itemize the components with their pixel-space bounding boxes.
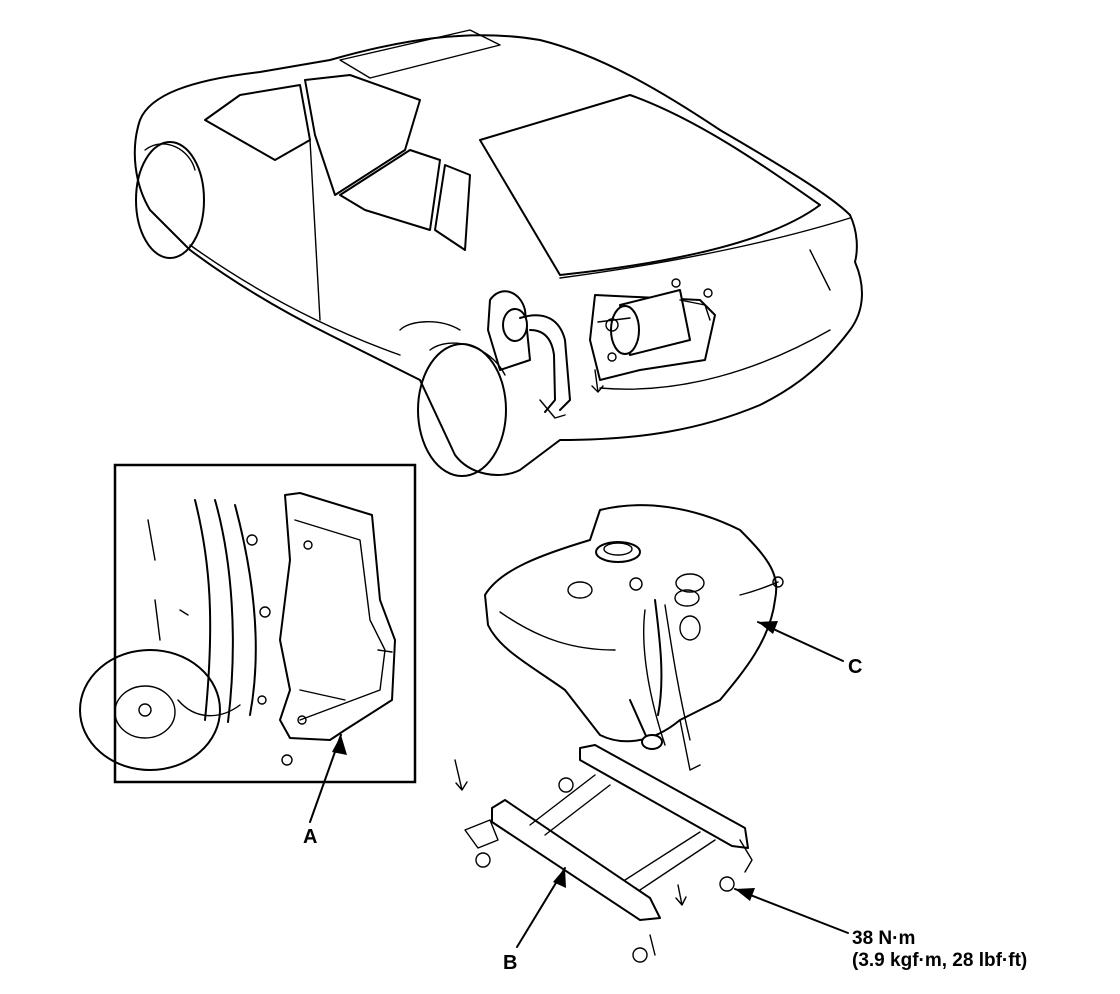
fuel-tank [484,504,784,771]
label-b: B [503,952,517,974]
torque-conversion: (3.9 kgf·m, 28 lbf·ft) [852,950,1027,971]
torque-value: 38 N·m [852,928,915,949]
label-c: C [848,656,862,678]
callout-arrows [309,621,849,948]
inset-splash-shield [79,463,417,784]
arrow-car-to-tank [591,369,604,393]
evap-canister [597,278,713,362]
fuel-filler-pipe [502,308,571,419]
label-a: A [303,826,317,848]
tank-straps [454,744,753,963]
car-illustration [133,29,863,477]
